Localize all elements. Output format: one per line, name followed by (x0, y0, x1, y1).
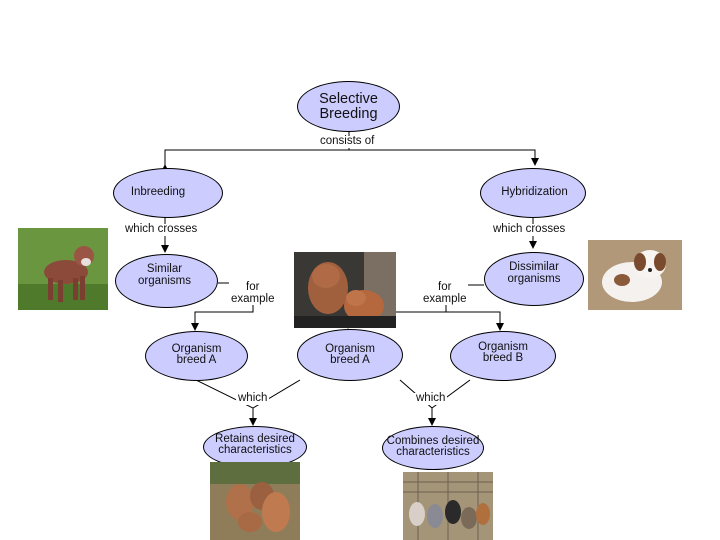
node-breed-a-center: Organism breed A (297, 329, 403, 381)
link-for-example-right: for example (421, 281, 469, 305)
node-dissimilar-organisms-label: Dissimilar organisms (507, 261, 561, 285)
node-breed-a-left: Organism breed A (145, 331, 248, 381)
dog-illustration-icon (210, 462, 300, 540)
node-hybridization-label: Hybridization (501, 186, 568, 199)
node-retains-desired-label: Retains desired characteristics (215, 432, 295, 456)
node-breed-a-center-label: Organism breed A (325, 342, 375, 366)
node-combines-desired: Combines desired characteristics (382, 426, 484, 470)
dog-illustration-icon (588, 240, 682, 310)
photo-puppies (403, 472, 493, 540)
link-which-right: which (414, 392, 448, 405)
photo-shih-tzu (588, 240, 682, 310)
link-consists-of: consists of (318, 135, 377, 148)
photo-pitbull-grass (18, 228, 108, 310)
node-similar-organisms: Similar organisms (115, 254, 218, 308)
node-selective-breeding-label: Selective Breeding (319, 91, 378, 122)
node-combines-desired-label: Combines desired characteristics (386, 434, 480, 458)
link-which-left: which (236, 392, 270, 405)
node-breed-a-left-label: Organism breed A (171, 342, 222, 366)
node-hybridization: Hybridization (480, 168, 586, 218)
link-which-crosses-right: which crosses (491, 223, 568, 236)
node-breed-b: Organism breed B (450, 331, 556, 381)
node-breed-b-label: Organism breed B (478, 340, 528, 364)
node-inbreeding: Inbreeding (113, 168, 223, 218)
photo-two-pitbulls (294, 252, 396, 328)
connector-root-split (161, 149, 539, 172)
node-inbreeding-label: Inbreeding (130, 186, 186, 199)
dog-illustration-icon (18, 228, 108, 310)
node-retains-desired: Retains desired characteristics (203, 426, 307, 468)
dog-illustration-icon (403, 472, 493, 540)
link-for-example-left: for example (229, 281, 277, 305)
link-which-crosses-left: which crosses (123, 223, 200, 236)
node-selective-breeding: Selective Breeding (297, 81, 400, 132)
photo-dog-pack (210, 462, 300, 540)
node-dissimilar-organisms: Dissimilar organisms (484, 252, 584, 306)
node-similar-organisms-label: Similar organisms (137, 263, 192, 287)
connector-dissimilar-breedB (446, 311, 504, 331)
dog-illustration-icon (294, 252, 396, 328)
